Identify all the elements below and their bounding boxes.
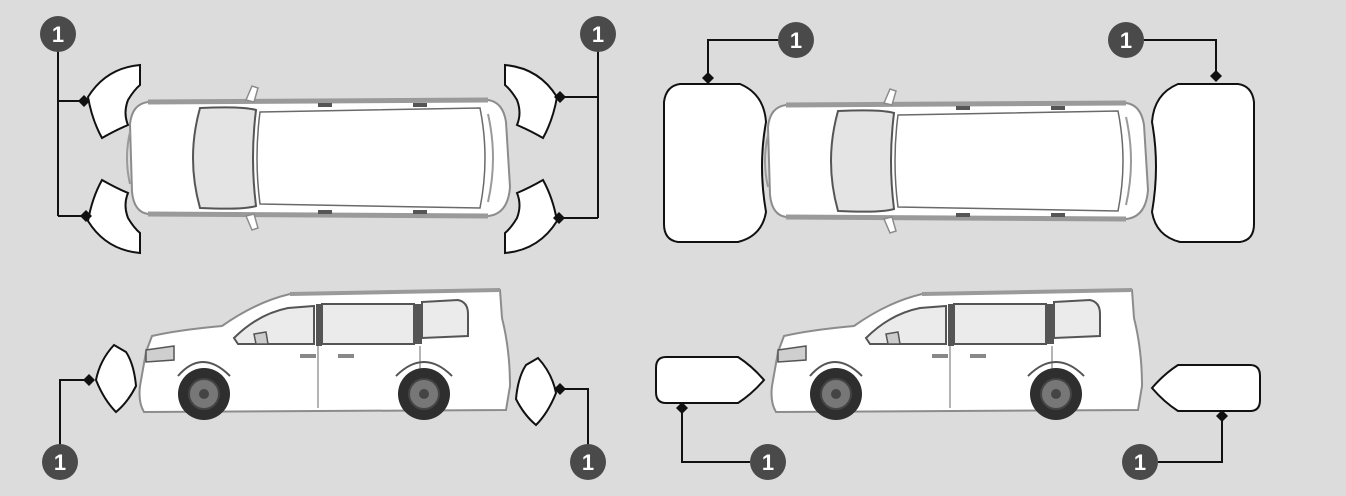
callout-badge: 1	[750, 444, 786, 480]
callout-badge: 1	[1122, 444, 1158, 480]
sensor-zone-rear-corner-side	[514, 356, 558, 427]
callout-badge: 1	[40, 16, 76, 52]
leader-diamonds	[702, 70, 1222, 84]
callout-badge: 1	[778, 22, 814, 58]
vehicle-side-view	[769, 288, 1144, 422]
panel-top-view-corner-sensors: 1 1	[40, 16, 616, 255]
callout-badge: 1	[42, 444, 78, 480]
sensor-zone-front-left-corner	[86, 63, 141, 140]
sensor-zone-front-side	[655, 356, 766, 404]
svg-text:1: 1	[762, 450, 774, 475]
leader-line-front	[707, 39, 778, 78]
svg-text:1: 1	[582, 450, 594, 475]
leader-line-rear-corners	[559, 50, 599, 219]
leader-line-front-corner-side	[59, 379, 88, 445]
leader-diamonds	[78, 91, 566, 224]
vehicle-top-view	[765, 89, 1148, 233]
leader-line-rear-side	[1158, 418, 1223, 463]
sensor-zone-rear-side	[1150, 364, 1261, 412]
leader-line-front-side	[681, 410, 750, 463]
leader-diamonds	[676, 402, 1228, 422]
callout-badge: 1	[580, 16, 616, 52]
panel-top-view-front-rear-sensors: 1 1	[663, 22, 1255, 243]
sensor-zone-front-corner-side	[94, 343, 138, 414]
svg-text:1: 1	[1134, 450, 1146, 475]
sensor-zone-rear	[1150, 83, 1255, 243]
svg-text:1: 1	[54, 450, 66, 475]
svg-text:1: 1	[52, 22, 64, 47]
sensor-zone-rear-left-corner	[504, 63, 559, 140]
svg-text:1: 1	[1120, 28, 1132, 53]
leader-diamonds	[83, 374, 566, 395]
panel-side-view-front-rear-sensors: 1 1	[655, 288, 1261, 480]
leader-line-rear-corner-side	[560, 388, 589, 445]
svg-text:1: 1	[790, 28, 802, 53]
panel-side-view-corner-sensors: 1 1	[42, 288, 606, 480]
sensor-zone-front-right-corner	[86, 178, 141, 255]
svg-text:1: 1	[592, 22, 604, 47]
leader-line-front-corners	[57, 50, 86, 217]
vehicle-side-view	[137, 288, 512, 422]
vehicle-top-view	[127, 86, 510, 230]
callout-badge: 1	[1108, 22, 1144, 58]
sensor-zone-rear-right-corner	[504, 178, 559, 255]
callout-badge: 1	[570, 444, 606, 480]
sensor-zone-front	[663, 83, 768, 243]
leader-line-rear	[1144, 39, 1217, 76]
